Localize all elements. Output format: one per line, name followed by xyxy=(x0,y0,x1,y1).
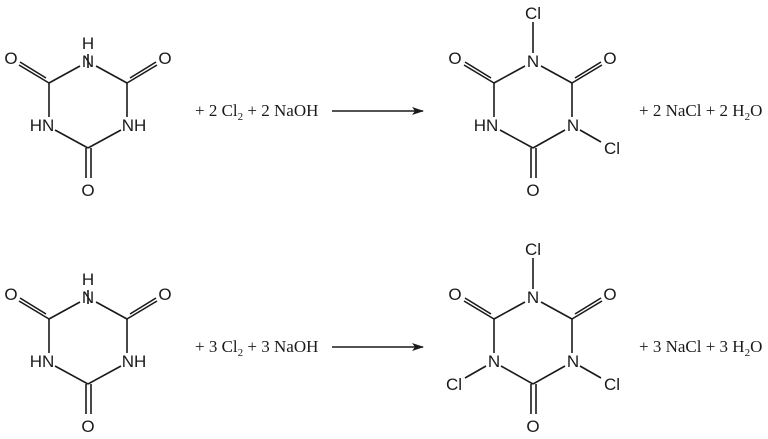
atom-label: O xyxy=(448,285,461,304)
atom-label: O xyxy=(4,49,17,68)
atom-label: HN xyxy=(30,352,55,371)
atom-label: O xyxy=(603,285,616,304)
atom-label: N xyxy=(567,352,579,371)
double-bond xyxy=(571,64,603,84)
atom-label: O xyxy=(526,181,539,200)
bond xyxy=(48,65,81,84)
byproduct-text: O xyxy=(750,337,763,356)
double-bond xyxy=(19,61,47,79)
reagent-text: + 2 NaOH xyxy=(243,101,319,120)
reagents-1: + 2 Cl2 + 2 NaOH xyxy=(195,101,318,123)
atom-label: O xyxy=(448,49,461,68)
bond-n-cl xyxy=(579,129,602,143)
subscript: 2 xyxy=(744,111,751,123)
atom-label: Cl xyxy=(604,375,620,394)
reactant-2-structure: H N O O HN NH O xyxy=(4,270,171,436)
bond-n-cl xyxy=(579,365,602,379)
bond xyxy=(532,365,566,385)
bond xyxy=(87,365,122,385)
double-bond xyxy=(129,61,157,79)
product-2-structure xyxy=(463,258,603,414)
double-bond xyxy=(18,300,50,320)
atom-label: O xyxy=(158,49,171,68)
atom-label: O xyxy=(603,49,616,68)
double-bond xyxy=(571,300,603,320)
double-bond xyxy=(126,64,158,84)
bond xyxy=(95,301,128,320)
reagent-text: + 3 NaOH xyxy=(243,337,319,356)
bond xyxy=(500,365,534,385)
double-bond xyxy=(464,297,492,315)
bond xyxy=(95,65,128,84)
atom-label: NH xyxy=(122,352,147,371)
bond xyxy=(493,301,526,320)
double-bond xyxy=(464,61,492,79)
atom-label: Cl xyxy=(604,139,620,158)
double-bond xyxy=(574,61,602,79)
reagent-text: + 3 Cl xyxy=(195,337,238,356)
atom-label: Cl xyxy=(525,4,541,23)
bond xyxy=(493,65,526,84)
bond xyxy=(87,129,122,149)
atom-label: N xyxy=(82,288,94,307)
byproduct-text: + 2 NaCl + 2 H xyxy=(639,101,745,120)
bond xyxy=(532,129,566,149)
reactant-1-structure: H N O O HN NH O xyxy=(4,34,171,200)
reagents-2: + 3 Cl2 + 3 NaOH xyxy=(195,337,318,359)
atom-label: Cl xyxy=(446,375,462,394)
double-bond xyxy=(129,297,157,315)
subscript: 2 xyxy=(744,347,751,359)
bond xyxy=(54,365,89,385)
atom-label: O xyxy=(81,181,94,200)
byproduct-text: + 3 NaCl + 3 H xyxy=(639,337,745,356)
atom-label: O xyxy=(526,417,539,436)
double-bond xyxy=(463,300,495,320)
double-bond xyxy=(126,300,158,320)
atom-label: Cl xyxy=(525,240,541,259)
bond xyxy=(499,129,534,149)
byproducts-2: + 3 NaCl + 3 H2O xyxy=(639,337,762,359)
double-bond xyxy=(463,64,495,84)
atom-label: O xyxy=(4,285,17,304)
atom-label: NH xyxy=(122,116,147,135)
product-1-structure: Cl N O O HN N Cl O xyxy=(448,4,620,200)
bond xyxy=(540,65,573,84)
bond xyxy=(54,129,89,149)
atom-label: HN xyxy=(30,116,55,135)
atom-label: N xyxy=(82,52,94,71)
atom-label: H xyxy=(82,270,94,289)
atom-label: N xyxy=(567,116,579,135)
bond xyxy=(540,301,573,320)
reagent-text: + 2 Cl xyxy=(195,101,238,120)
atom-label: O xyxy=(81,417,94,436)
atom-label: H xyxy=(82,34,94,53)
product-2-labels: Cl N O O N Cl N Cl O xyxy=(446,240,620,436)
double-bond xyxy=(18,64,50,84)
byproducts-1: + 2 NaCl + 2 H2O xyxy=(639,101,762,123)
double-bond xyxy=(19,297,47,315)
atom-label: N xyxy=(488,352,500,371)
atom-label: O xyxy=(158,285,171,304)
atom-label: HN xyxy=(474,116,499,135)
byproduct-text: O xyxy=(750,101,763,120)
subscript: 2 xyxy=(237,347,244,359)
bond-n-cl xyxy=(464,365,487,379)
bond xyxy=(48,301,81,320)
subscript: 2 xyxy=(237,111,244,123)
double-bond xyxy=(574,297,602,315)
atom-label: N xyxy=(527,288,539,307)
atom-label: N xyxy=(527,52,539,71)
